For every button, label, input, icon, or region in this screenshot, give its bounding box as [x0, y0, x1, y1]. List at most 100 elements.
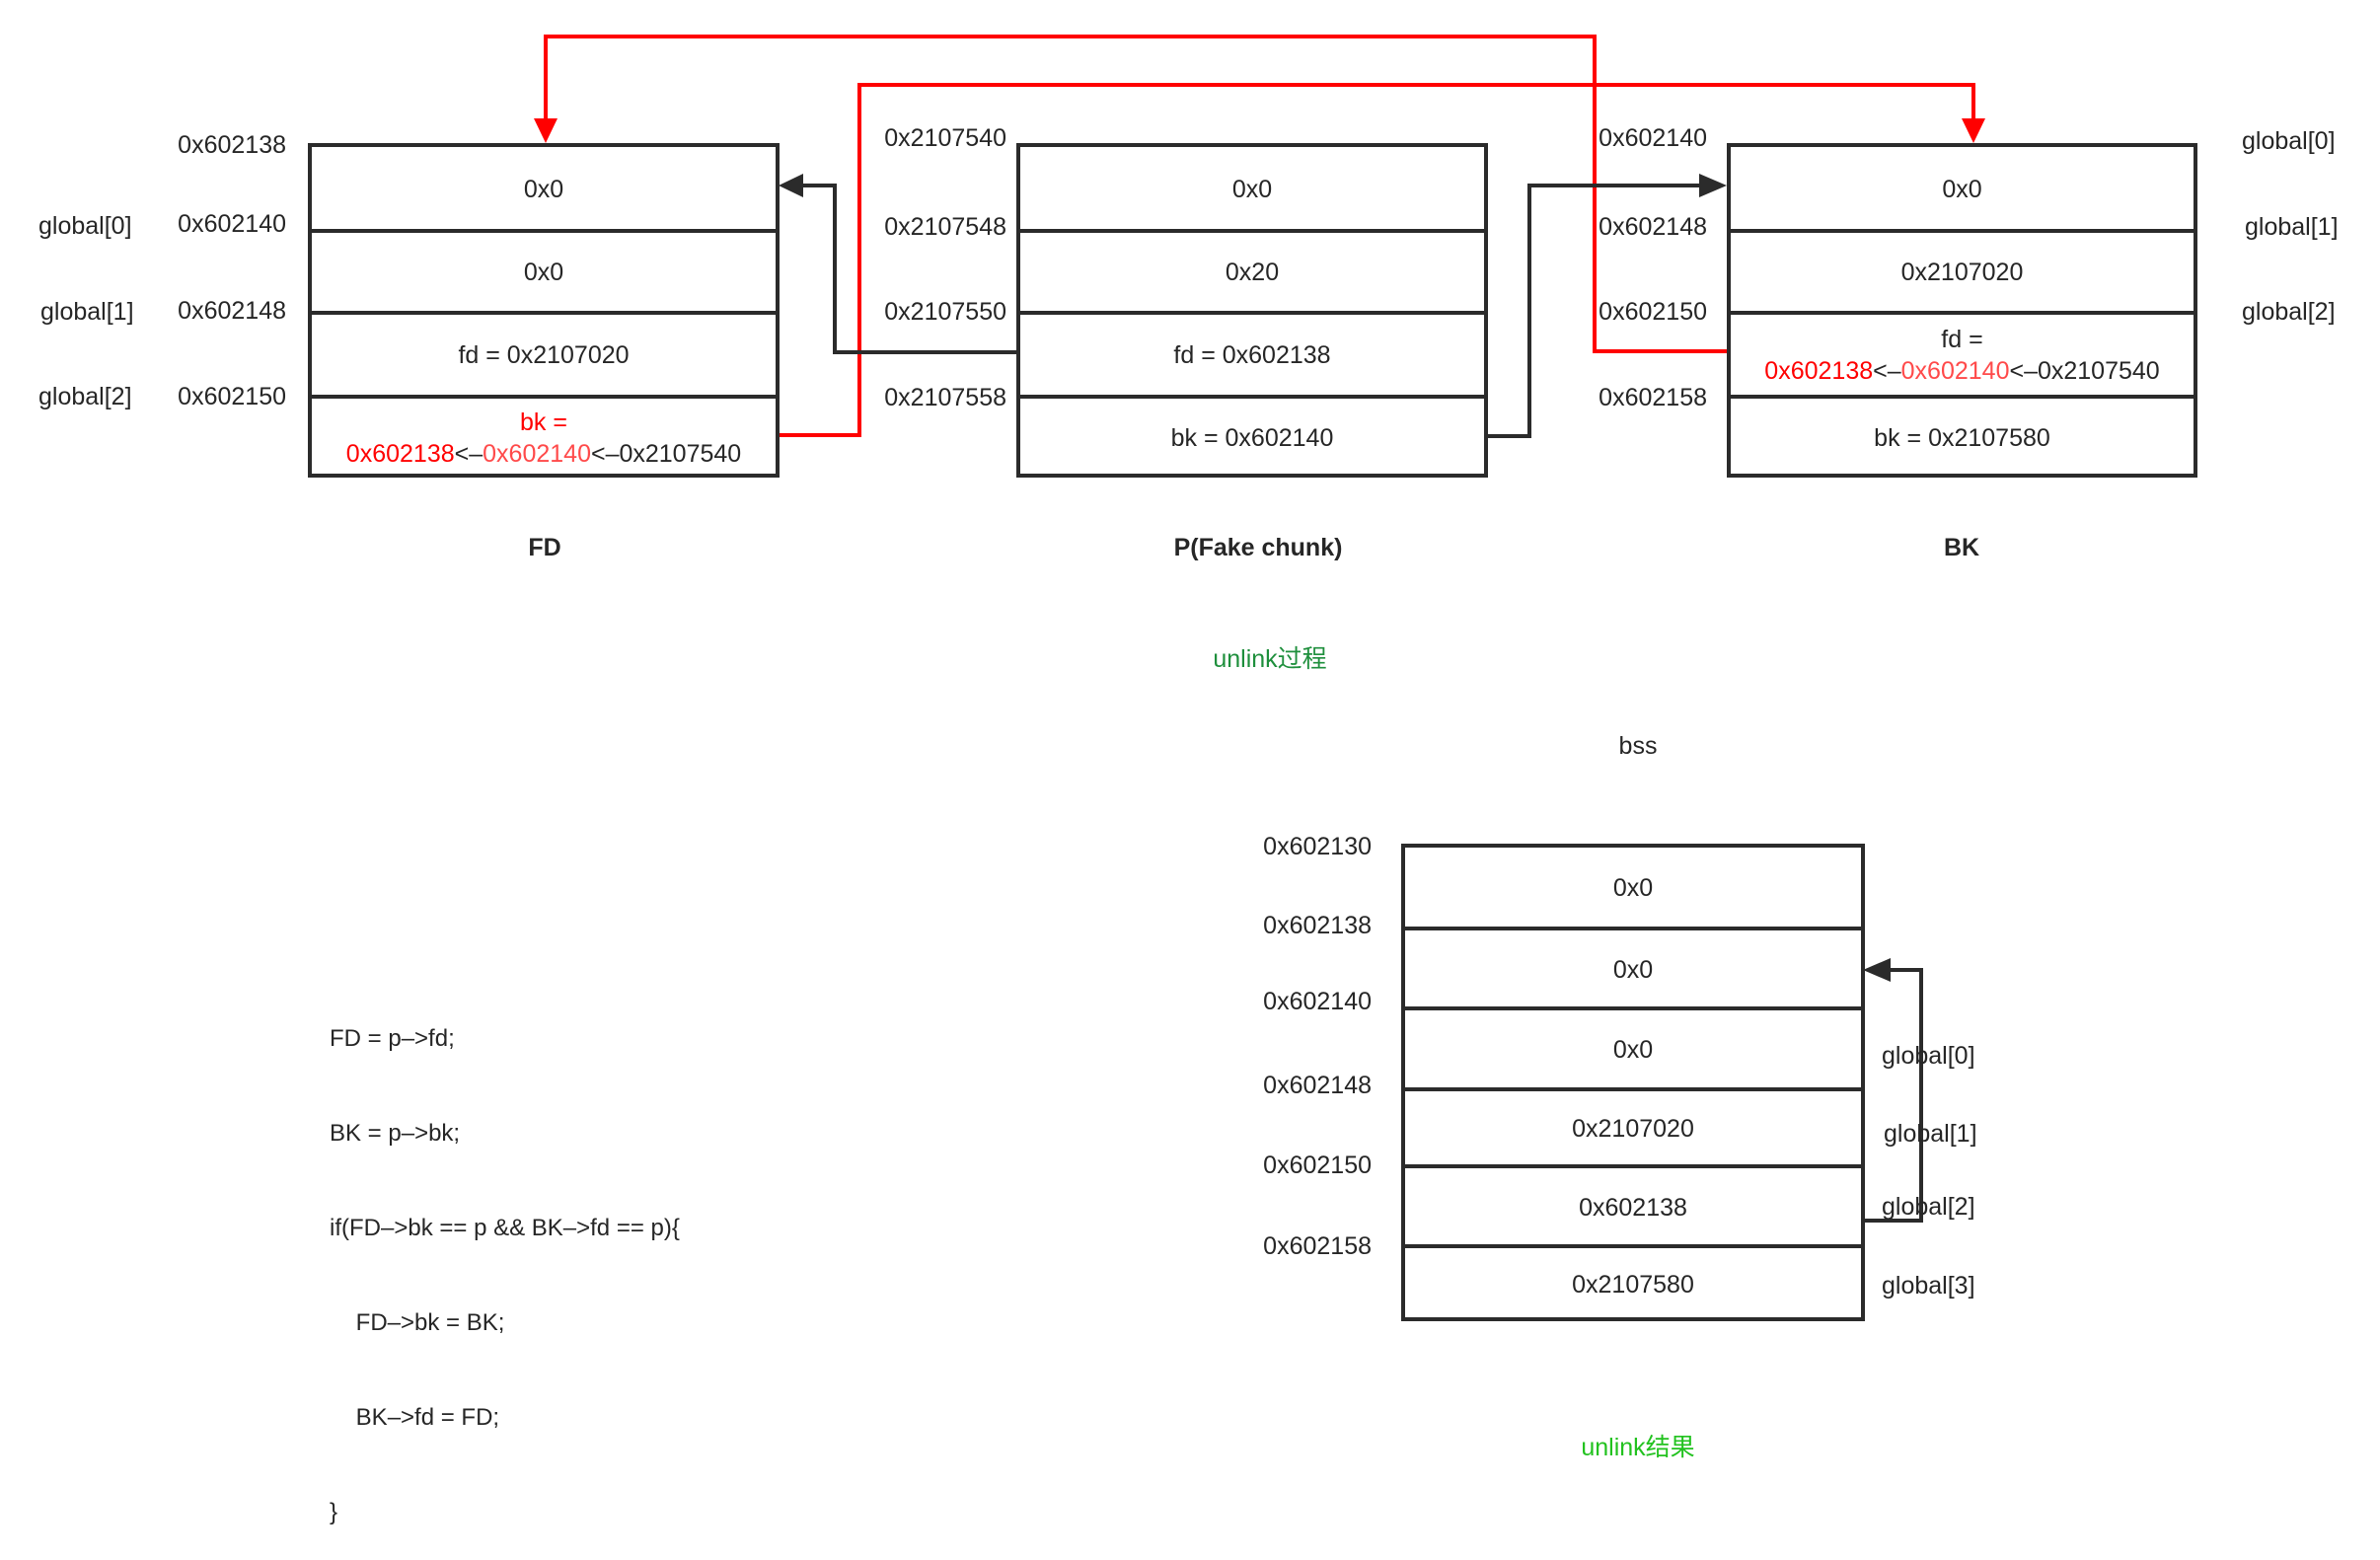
p-chunk-box: 0x0 0x20 fd = 0x602138 bk = 0x602140: [1016, 143, 1488, 478]
black-arrowhead-fd: [779, 174, 803, 197]
chain-addr-3: <–0x2107540: [590, 440, 742, 468]
fd-cell-2-value: fd = 0x2107020: [458, 341, 630, 369]
chain-addr-1: 0x602138: [345, 440, 455, 468]
fd-cell-0-value: 0x0: [523, 175, 564, 203]
fd-cell-1: 0x0: [312, 229, 776, 312]
code-line: FD = p–>fd;: [330, 1025, 455, 1052]
bss-global-2: global[2]: [1882, 1193, 1975, 1221]
bk-fd-label: fd =: [1941, 326, 1983, 353]
chain-addr-2: 0x602140: [1900, 357, 2010, 385]
bss-address-1: 0x602138: [1263, 912, 1372, 939]
p-address-3: 0x2107558: [884, 384, 1006, 411]
red-arrowhead-bk: [1962, 118, 1985, 143]
bss-cell-1-value: 0x0: [1612, 955, 1654, 984]
red-arrow-fd-bk-to-bk: [775, 83, 1975, 437]
bss-cell-0-value: 0x0: [1612, 874, 1654, 902]
bk-cell-3-value: bk = 0x2107580: [1874, 424, 2050, 452]
red-arrowhead-fd: [534, 118, 558, 143]
bss-address-0: 0x602130: [1263, 833, 1372, 860]
code-line: BK–>fd = FD;: [330, 1404, 500, 1431]
bk-global-0: global[0]: [2242, 127, 2336, 155]
black-arrowhead-bss: [1863, 958, 1891, 982]
bss-address-3: 0x602148: [1263, 1072, 1372, 1099]
bss-cell-3-value: 0x2107020: [1572, 1115, 1694, 1143]
bss-cell-1: 0x0: [1405, 927, 1861, 1008]
bk-cell-2: fd = 0x602138<–0x602140<–0x2107540: [1731, 311, 2194, 396]
bk-address-0: 0x602140: [1599, 124, 1707, 152]
bss-cell-3: 0x2107020: [1405, 1087, 1861, 1166]
p-address-2: 0x2107550: [884, 298, 1006, 326]
p-cell-1-value: 0x20: [1225, 259, 1280, 286]
fd-address-2: 0x602148: [178, 297, 286, 325]
bk-address-1: 0x602148: [1599, 213, 1707, 241]
bss-address-2: 0x602140: [1263, 988, 1372, 1015]
fd-address-1: 0x602140: [178, 210, 286, 238]
code-line: FD–>bk = BK;: [330, 1309, 505, 1336]
p-chunk-title: P(Fake chunk): [1173, 534, 1343, 561]
bk-chunk-title: BK: [1943, 534, 1980, 561]
code-line: if(FD–>bk == p && BK–>fd == p){: [330, 1215, 680, 1241]
unlink-code-block: FD = p–>fd; BK = p–>bk; if(FD–>bk == p &…: [330, 960, 680, 1560]
black-arrow-p-bk: [1484, 184, 1703, 438]
fd-address-3: 0x602150: [178, 383, 286, 410]
p-address-1: 0x2107548: [884, 213, 1006, 241]
bk-cell-1: 0x2107020: [1731, 229, 2194, 312]
fd-chunk-title: FD: [528, 534, 561, 561]
chain-addr-2: 0x602140: [483, 440, 591, 468]
bk-chunk-box: 0x0 0x2107020 fd = 0x602138<–0x602140<–0…: [1727, 143, 2197, 478]
fd-address-0: 0x602138: [178, 131, 286, 159]
p-cell-0: 0x0: [1020, 147, 1484, 231]
caption-unlink-result: unlink结果: [1581, 1434, 1695, 1461]
code-line: BK = p–>bk;: [330, 1120, 461, 1147]
bk-address-2: 0x602150: [1599, 298, 1707, 326]
bss-address-5: 0x602158: [1263, 1232, 1372, 1260]
fd-global-1: global[1]: [40, 298, 134, 326]
bk-global-2: global[2]: [2242, 298, 2336, 326]
bss-global-0: global[0]: [1882, 1042, 1975, 1070]
fd-bk-label: bk =: [520, 409, 567, 436]
bk-cell-3: bk = 0x2107580: [1731, 395, 2194, 478]
p-cell-3-value: bk = 0x602140: [1170, 424, 1334, 452]
bss-title: bss: [1618, 732, 1658, 760]
bss-address-4: 0x602150: [1263, 1151, 1372, 1179]
bss-box: 0x0 0x0 0x0 0x2107020 0x602138 0x2107580: [1401, 844, 1865, 1321]
chain-arrow: <–: [1873, 357, 1901, 385]
bk-cell-0: 0x0: [1731, 147, 2194, 231]
bss-cell-2-value: 0x0: [1612, 1036, 1654, 1064]
fd-cell-3: bk = 0x602138<–0x602140<–0x2107540: [312, 395, 776, 478]
bss-cell-2: 0x0: [1405, 1006, 1861, 1089]
p-cell-1: 0x20: [1020, 229, 1484, 312]
p-address-0: 0x2107540: [884, 124, 1006, 152]
connector-layer: [534, 35, 1985, 1223]
bss-cell-4-value: 0x602138: [1579, 1193, 1687, 1222]
bk-cell-1-value: 0x2107020: [1900, 259, 2024, 286]
p-cell-3: bk = 0x602140: [1020, 395, 1484, 478]
bss-cell-4: 0x602138: [1405, 1164, 1861, 1246]
p-cell-2-value: fd = 0x602138: [1173, 341, 1331, 369]
bss-global-3: global[3]: [1882, 1272, 1975, 1300]
fd-global-0: global[0]: [38, 212, 132, 240]
fd-cell-1-value: 0x0: [523, 259, 564, 286]
bss-cell-5-value: 0x2107580: [1572, 1271, 1694, 1299]
bss-global-1: global[1]: [1884, 1120, 1977, 1148]
black-arrow-bss: [1861, 968, 1923, 1223]
fd-chunk-box: 0x0 0x0 fd = 0x2107020 bk = 0x602138<–0x…: [308, 143, 780, 478]
fd-cell-0: 0x0: [312, 147, 776, 231]
chain-arrow: <–: [454, 440, 483, 468]
bk-global-1: global[1]: [2245, 213, 2339, 241]
fd-bk-chain: 0x602138<–0x602140<–0x2107540: [346, 438, 741, 470]
caption-unlink-process: unlink过程: [1213, 645, 1327, 673]
bk-fd-chain: 0x602138<–0x602140<–0x2107540: [1764, 355, 2159, 387]
bss-cell-0: 0x0: [1405, 848, 1861, 929]
black-arrow-p-fd: [799, 184, 1016, 354]
bk-cell-0-value: 0x0: [1942, 175, 1982, 203]
chain-addr-3: <–0x2107540: [2009, 357, 2160, 385]
black-arrowhead-bk: [1699, 174, 1727, 197]
bk-address-3: 0x602158: [1599, 384, 1707, 411]
p-cell-2: fd = 0x602138: [1020, 311, 1484, 396]
p-cell-0-value: 0x0: [1231, 175, 1273, 203]
bss-cell-5: 0x2107580: [1405, 1244, 1861, 1321]
fd-cell-2: fd = 0x2107020: [312, 311, 776, 396]
red-arrow-bk-fd-to-fd: [544, 35, 1727, 353]
fd-global-2: global[2]: [38, 383, 132, 410]
